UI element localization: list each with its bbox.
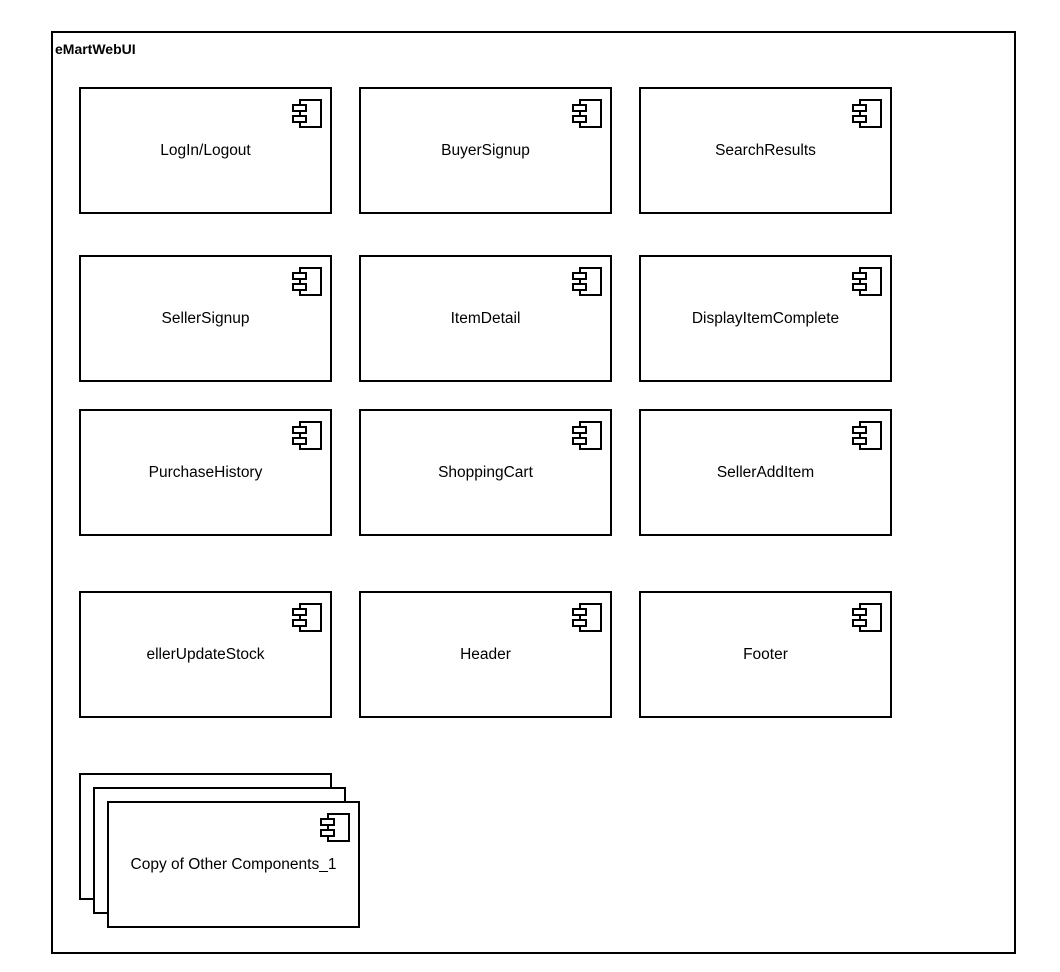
component-label: ellerUpdateStock <box>146 645 265 663</box>
component-shopping-cart[interactable]: ShoppingCart <box>359 409 612 536</box>
component-label: SellerAddItem <box>716 463 815 481</box>
component-header[interactable]: Header <box>359 591 612 718</box>
component-icon <box>572 421 602 450</box>
component-seller-signup[interactable]: SellerSignup <box>79 255 332 382</box>
component-icon <box>572 99 602 128</box>
component-seller-update-stock[interactable]: ellerUpdateStock <box>79 591 332 718</box>
component-icon <box>292 99 322 128</box>
component-label: SearchResults <box>715 141 816 159</box>
component-label: Header <box>460 645 511 663</box>
component-footer[interactable]: Footer <box>639 591 892 718</box>
multi-component-copy-of-other-components[interactable]: Copy of Other Components_1 <box>107 801 360 928</box>
component-purchase-history[interactable]: PurchaseHistory <box>79 409 332 536</box>
component-buyer-signup[interactable]: BuyerSignup <box>359 87 612 214</box>
component-icon <box>852 99 882 128</box>
component-login-logout[interactable]: LogIn/Logout <box>79 87 332 214</box>
component-label: ItemDetail <box>450 309 521 327</box>
component-label: BuyerSignup <box>441 141 530 159</box>
multi-component-label: Copy of Other Components_1 <box>130 855 337 873</box>
component-display-item-complete[interactable]: DisplayItemComplete <box>639 255 892 382</box>
component-icon <box>572 267 602 296</box>
component-icon <box>292 267 322 296</box>
component-icon <box>852 603 882 632</box>
component-icon <box>572 603 602 632</box>
component-icon <box>292 603 322 632</box>
component-icon <box>852 267 882 296</box>
component-label: Footer <box>743 645 788 663</box>
component-label: DisplayItemComplete <box>691 309 840 327</box>
component-label: ShoppingCart <box>438 463 533 481</box>
component-label: LogIn/Logout <box>160 141 251 159</box>
package-title: eMartWebUI <box>55 41 136 57</box>
component-seller-add-item[interactable]: SellerAddItem <box>639 409 892 536</box>
component-search-results[interactable]: SearchResults <box>639 87 892 214</box>
component-icon <box>852 421 882 450</box>
component-icon <box>292 421 322 450</box>
component-icon <box>320 813 350 842</box>
component-label: PurchaseHistory <box>148 463 263 481</box>
component-item-detail[interactable]: ItemDetail <box>359 255 612 382</box>
component-label: SellerSignup <box>161 309 250 327</box>
